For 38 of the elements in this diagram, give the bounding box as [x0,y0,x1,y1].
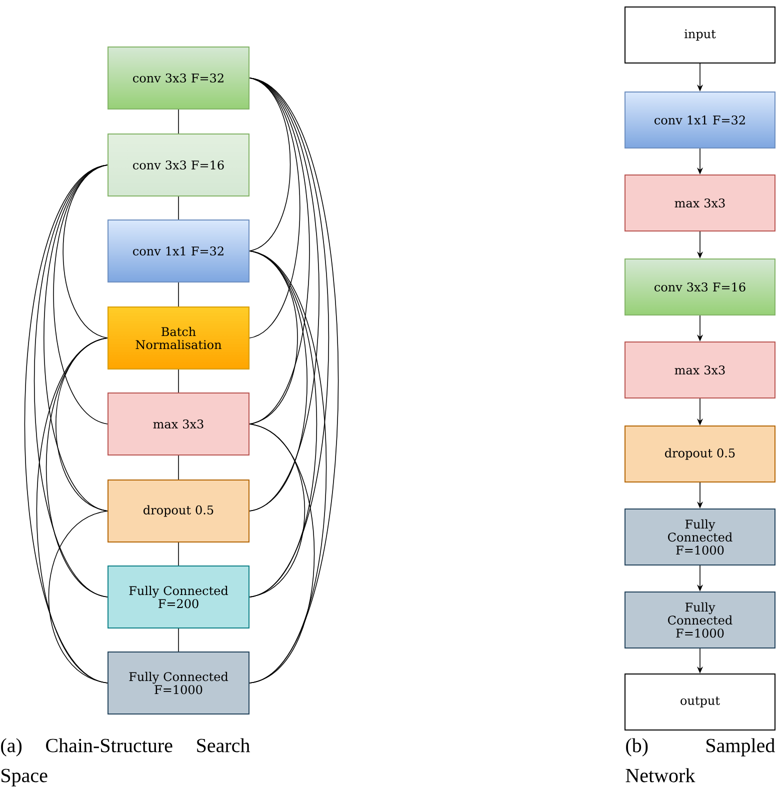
connector [178,369,179,393]
connector [249,424,315,684]
connector [249,78,291,252]
network-layer-box: conv 1x1 F=32 [624,92,776,148]
connector [178,109,179,134]
connector [62,164,108,338]
connector [178,455,179,480]
connector [178,282,179,307]
connector [249,250,308,512]
connector [56,338,108,512]
connector [178,196,179,220]
connector [249,78,339,684]
network-layer-box: conv 3x3 F=16 [624,258,776,316]
layer-box: conv 1x1 F=32 [108,220,250,282]
connector [46,338,108,598]
network-layer-box: Fully Connected F=1000 [624,592,776,648]
network-layer-box: dropout 0.5 [624,426,776,482]
connector [53,164,108,424]
connector [249,250,298,424]
network-layer-box: max 3x3 [624,342,776,398]
network-layer-box: Fully Connected F=1000 [624,508,776,566]
caption: (a) Chain-Structure Search Space [1,738,250,786]
network-layer-box: output [624,674,776,730]
connector [249,424,306,598]
layer-box: Batch Normalisation [108,306,250,370]
layer-box: Fully Connected F=200 [108,566,250,628]
connector [178,542,179,566]
layer-box: dropout 0.5 [108,480,250,542]
connector [36,338,108,684]
layer-box: conv 3x3 F=32 [108,46,250,110]
connector [178,628,179,652]
layer-box: conv 3x3 F=16 [108,134,250,196]
layer-box: Fully Connected F=1000 [108,652,250,714]
network-layer-box: input [624,6,776,64]
connector [249,78,300,338]
layer-box: max 3x3 [108,392,250,456]
connector [48,510,108,684]
network-layer-box: max 3x3 [624,174,776,232]
